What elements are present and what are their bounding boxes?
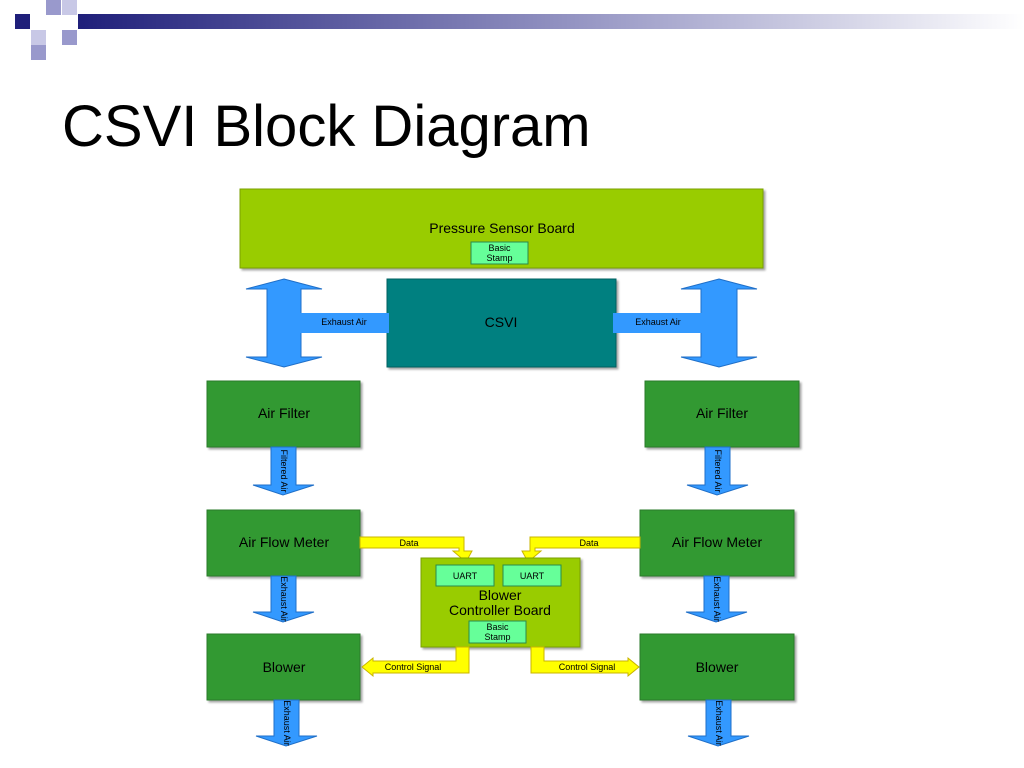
air-filter-right-label: Air Filter — [696, 405, 748, 421]
page-title: CSVI Block Diagram — [62, 94, 591, 159]
basic-stamp-chip-top-line2: Stamp — [486, 253, 512, 263]
exhaust-air-label-right: Exhaust Air — [635, 317, 681, 327]
exhaust-air-label-mid-left: Exhaust Air — [279, 576, 289, 622]
header-square — [62, 0, 77, 15]
air-filter-left-label: Air Filter — [258, 405, 310, 421]
control-signal-arrow-right — [530, 646, 640, 678]
header-square — [15, 14, 30, 29]
blower-right-label: Blower — [696, 659, 739, 675]
blower-left — [206, 633, 361, 701]
exhaust-air-arrow-bottom-right — [687, 699, 750, 747]
blower-controller-board-label-line2: Controller Board — [449, 602, 551, 618]
header-square — [31, 45, 46, 60]
header-gradient-band — [78, 14, 1024, 29]
air-flow-meter-right — [639, 509, 795, 577]
double-arrow-left — [245, 278, 323, 368]
exhaust-air-label-bottom-left: Exhaust Air — [282, 700, 292, 746]
basic-stamp-chip-top-line1: Basic — [488, 243, 511, 253]
header-square — [62, 30, 77, 45]
blower-left-label: Blower — [263, 659, 306, 675]
data-label-left: Data — [399, 538, 418, 548]
data-label-right: Data — [579, 538, 598, 548]
csvi-block — [386, 278, 617, 368]
data-arrow-left — [359, 536, 473, 563]
header-decoration — [15, 0, 1024, 60]
air-flow-meter-left — [206, 509, 361, 577]
exhaust-air-label-left: Exhaust Air — [321, 317, 367, 327]
pressure-sensor-board-label: Pressure Sensor Board — [429, 220, 575, 236]
filtered-air-label-right: Filtered Air — [713, 449, 723, 492]
uart-chip-left — [435, 564, 495, 587]
data-arrow-right — [521, 536, 641, 563]
blower-controller-board-label-line1: Blower — [479, 587, 522, 603]
header-square — [31, 30, 46, 45]
filtered-air-arrow-left — [252, 446, 315, 496]
blower-right — [639, 633, 795, 701]
air-flow-meter-right-label: Air Flow Meter — [672, 534, 763, 550]
control-signal-label-right: Control Signal — [559, 662, 616, 672]
exhaust-air-connector-right — [613, 313, 703, 333]
exhaust-air-connector-left — [299, 313, 389, 333]
basic-stamp-chip-bottom-line2: Stamp — [484, 632, 510, 642]
air-flow-meter-left-label: Air Flow Meter — [239, 534, 330, 550]
uart-chip-left-label: UART — [453, 571, 478, 581]
double-arrow-right — [680, 278, 758, 368]
exhaust-air-arrow-bottom-left — [255, 699, 318, 747]
basic-stamp-chip-bottom-line1: Basic — [486, 622, 509, 632]
filtered-air-label-left: Filtered Air — [279, 449, 289, 492]
control-signal-label-left: Control Signal — [385, 662, 442, 672]
header-square — [46, 0, 61, 15]
exhaust-air-arrow-mid-left — [252, 575, 315, 623]
exhaust-air-label-mid-right: Exhaust Air — [712, 576, 722, 622]
filtered-air-arrow-right — [686, 446, 749, 496]
exhaust-air-arrow-mid-right — [685, 575, 748, 623]
uart-chip-right — [502, 564, 562, 587]
control-signal-arrow-left — [361, 646, 470, 678]
air-filter-right — [644, 380, 800, 448]
basic-stamp-chip-top — [470, 241, 529, 265]
exhaust-air-label-bottom-right: Exhaust Air — [714, 700, 724, 746]
basic-stamp-chip-bottom — [468, 620, 527, 644]
uart-chip-right-label: UART — [520, 571, 545, 581]
csvi-label: CSVI — [485, 314, 518, 330]
